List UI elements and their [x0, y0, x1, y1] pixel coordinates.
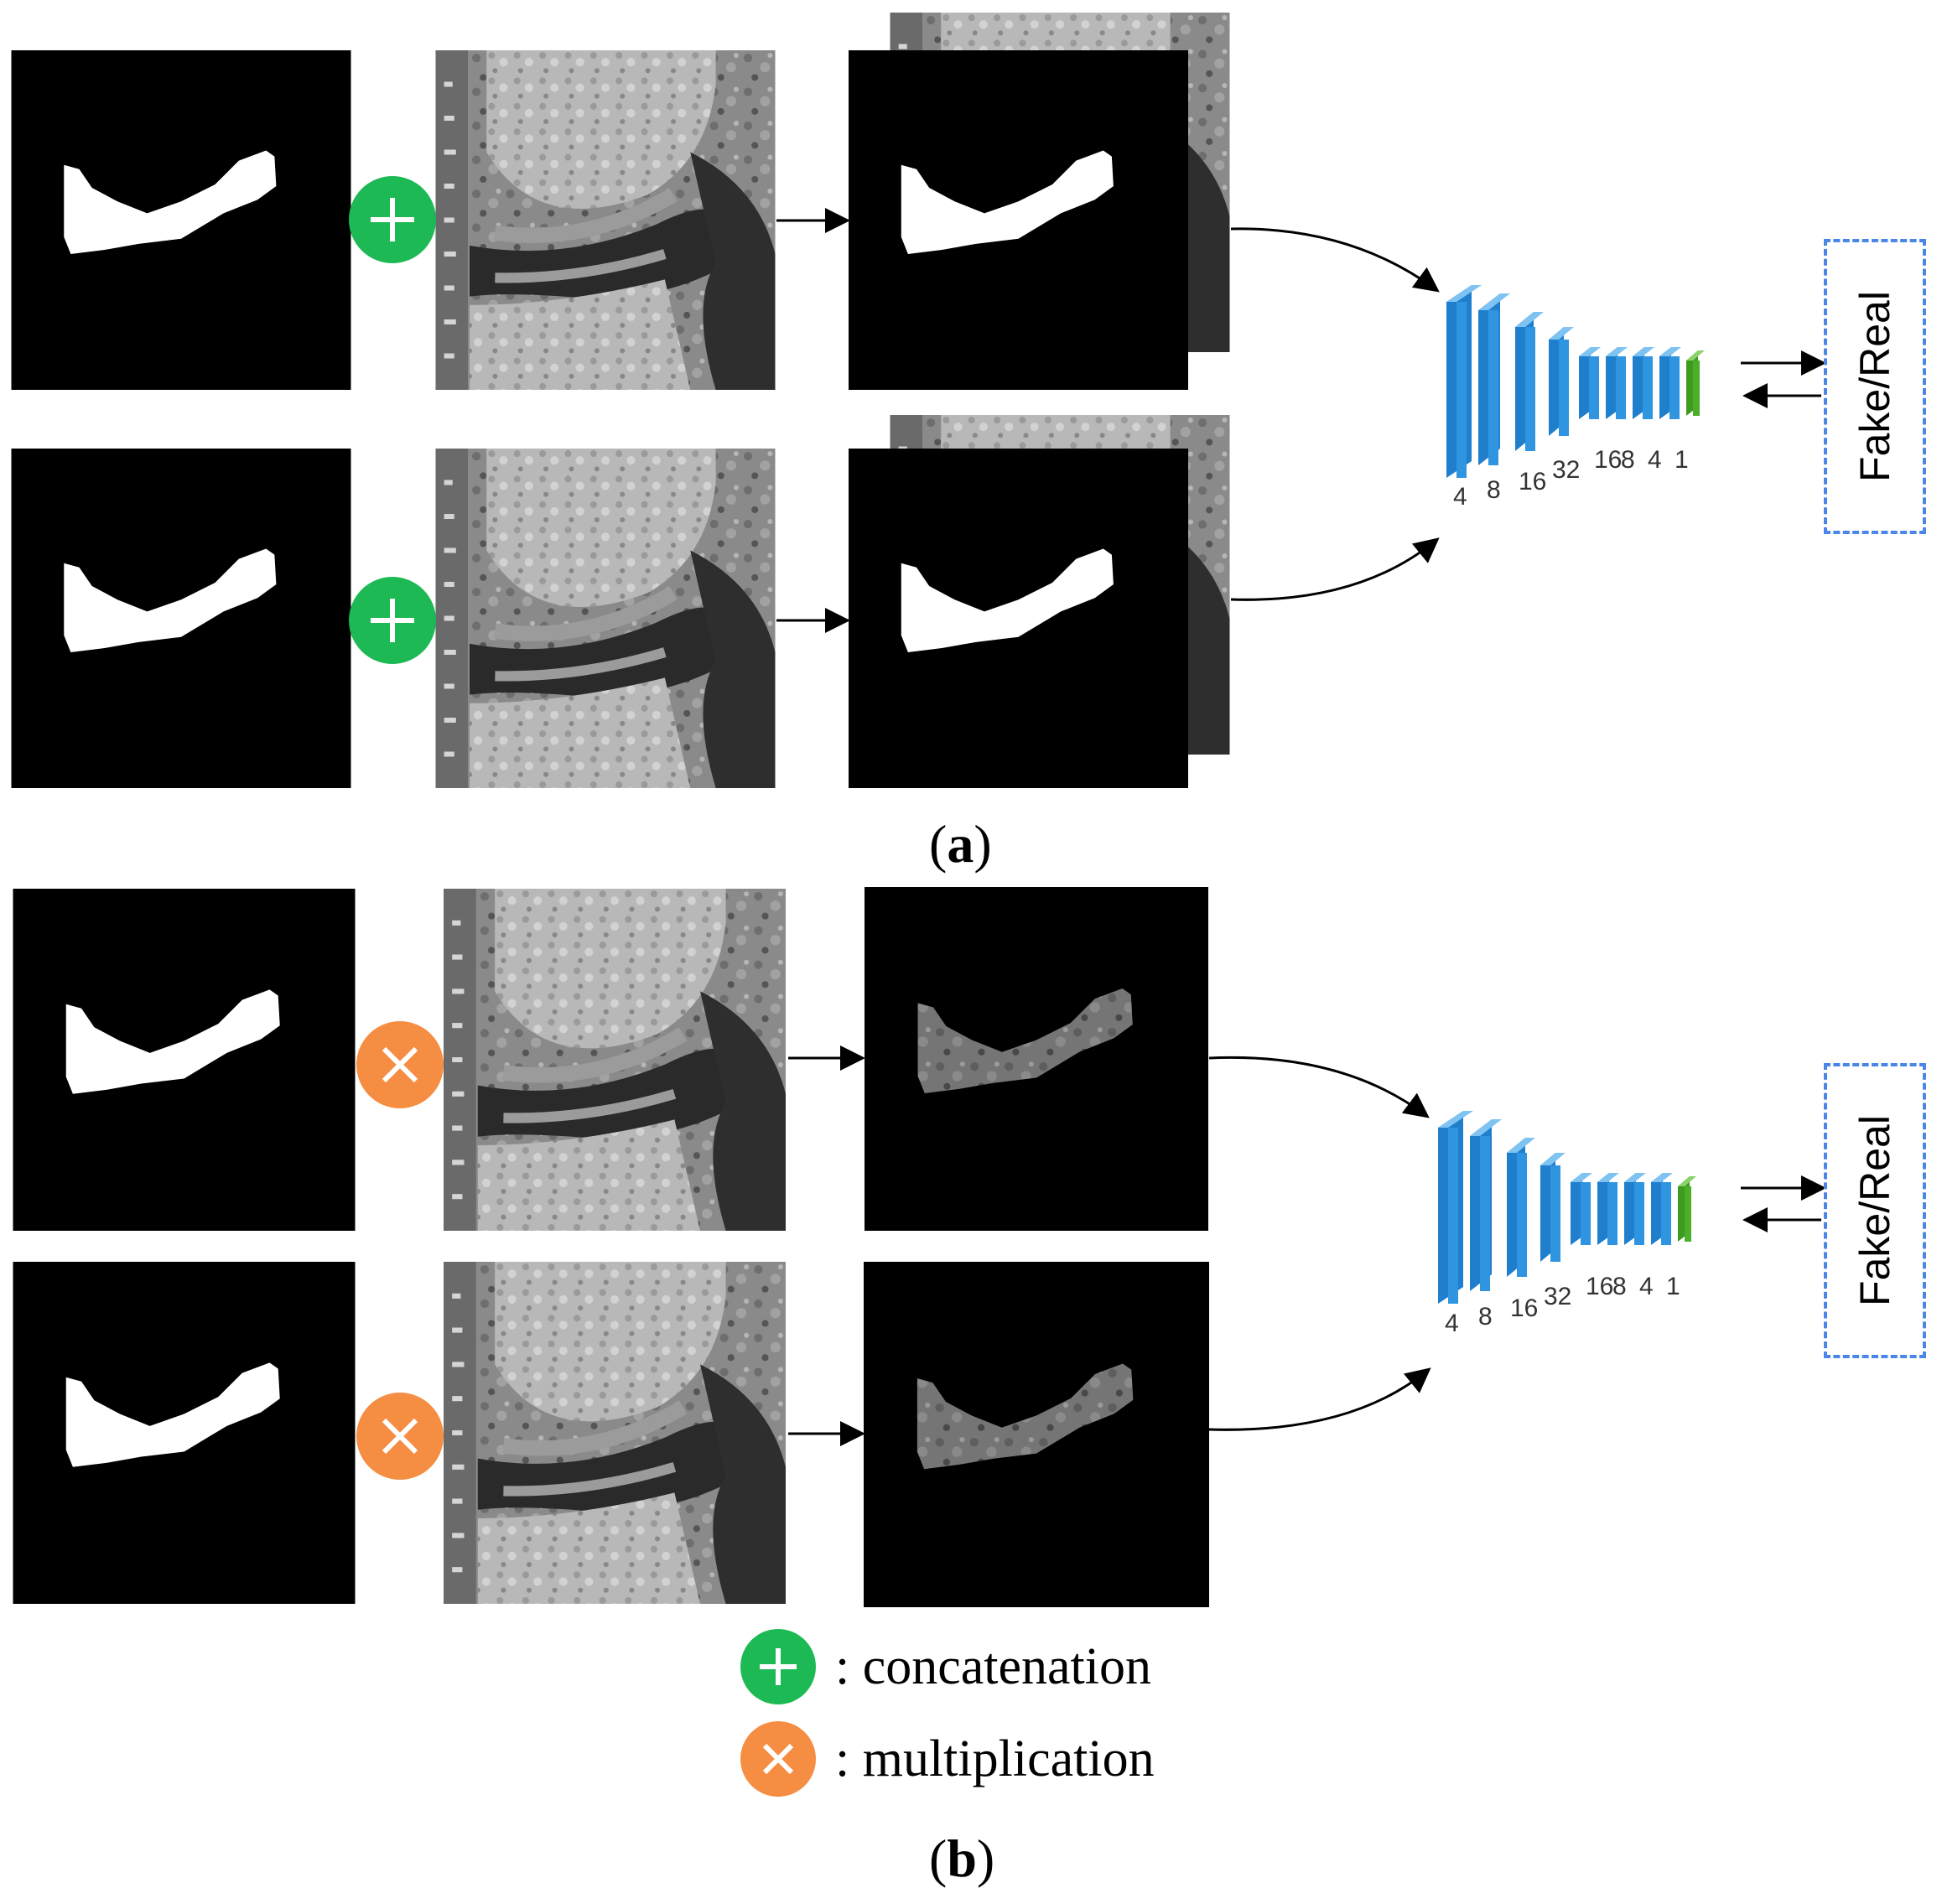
fake-real-label: Fake/Real: [1851, 1115, 1898, 1306]
panel-b-diagram: [13, 887, 1826, 1607]
network-layer-number: 4: [1445, 1310, 1459, 1337]
multiply-operator: [356, 1393, 444, 1480]
discriminator-network: [1446, 285, 1705, 478]
fake-real-box-b: Fake/Real: [1824, 1063, 1926, 1358]
network-layer-number: 1: [1666, 1273, 1680, 1300]
masked-image: [864, 1262, 1209, 1607]
legend-concat-label: : concatenation: [835, 1638, 1151, 1695]
network-layer-number: 4: [1648, 446, 1662, 474]
mask-image: [11, 449, 351, 788]
legend-multiply-label: : multiplication: [835, 1730, 1155, 1787]
concat-operator: [349, 577, 436, 664]
panel-a-diagram: [11, 13, 1826, 788]
mask-image: [13, 889, 356, 1231]
mask-image: [13, 1262, 356, 1604]
network-layer-number: 4: [1453, 483, 1467, 511]
network-layer-number: 16: [1594, 446, 1622, 474]
mask-image-front: [849, 449, 1188, 788]
fake-real-box-a: Fake/Real: [1824, 239, 1926, 534]
network-layer-number: 16: [1519, 468, 1546, 495]
network-layer-number: 32: [1552, 456, 1580, 484]
multiply-operator: [356, 1021, 444, 1108]
network-layer-number: 8: [1612, 1273, 1627, 1300]
mri-image: [444, 889, 786, 1231]
legend-concat-symbol: [740, 1629, 816, 1704]
network-layer-number: 8: [1621, 446, 1635, 474]
curved-arrow: [1208, 1367, 1431, 1431]
curved-arrow: [1230, 227, 1440, 293]
concat-operator: [349, 176, 436, 263]
network-layer-number: 16: [1510, 1294, 1538, 1322]
masked-image: [865, 887, 1208, 1231]
discriminator-network: [1438, 1111, 1696, 1304]
network-layer-number: 16: [1586, 1273, 1613, 1300]
panel-label-b: (b): [929, 1829, 995, 1888]
mask-image: [11, 50, 351, 390]
mri-image: [436, 50, 776, 390]
network-layer-number: 8: [1478, 1303, 1493, 1331]
network-layer-number: 32: [1544, 1283, 1571, 1310]
fake-real-label: Fake/Real: [1851, 291, 1898, 482]
network-layer-number: 8: [1487, 476, 1501, 504]
network-layer-number: 4: [1639, 1273, 1654, 1300]
network-layer-number: 1: [1675, 446, 1689, 474]
curved-arrow: [1230, 537, 1440, 601]
mri-image: [436, 449, 776, 788]
mri-image: [444, 1262, 786, 1604]
mask-image-front: [849, 50, 1188, 390]
legend-multiply-symbol: [740, 1721, 816, 1797]
curved-arrow: [1208, 1056, 1430, 1118]
panel-label-a: (a): [929, 814, 992, 874]
